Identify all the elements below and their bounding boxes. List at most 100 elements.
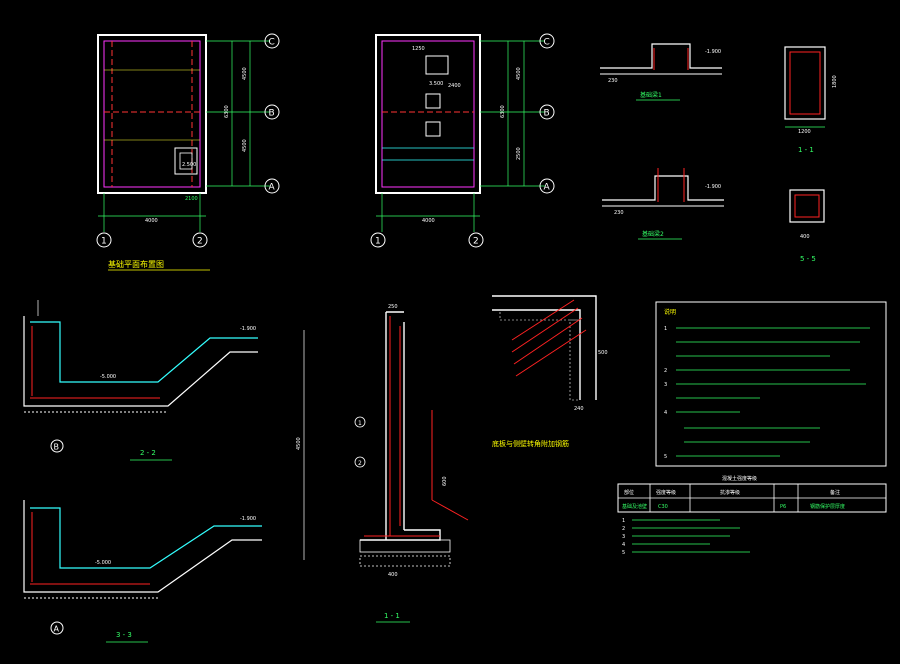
sec55-stirrup [794,194,820,218]
plan2-opening-3 [425,121,441,137]
corner-dim2: 240 [574,406,584,412]
sec55-title: 5 - 5 [800,255,816,263]
plan1-bubble-1-label: 1 [101,237,107,247]
wall-dim-top: 250 [388,304,398,310]
sec22-dim2: -5.000 [100,374,116,380]
detail1-dim: -1.900 [705,49,721,55]
notes-title: 说明 [664,308,676,316]
sec22-grid-label: B [54,443,60,452]
plan1-outer-wall [97,34,207,194]
wall-blinding [359,539,451,553]
wall-gravel [359,555,451,567]
sec22-dim: -1.900 [240,326,256,332]
plan2-layout: 3.500 1250 2400 4500 2500 6300 4000 C B … [370,33,555,248]
sec33-grid-bubble [50,621,64,635]
plan2-dim-bottom: 2500 [516,147,522,160]
plan2-dim-width: 4000 [422,218,435,224]
plan1-note-small: 2100 [185,196,198,202]
plan2-bubble-2 [468,232,484,248]
table-header-1: 强度等级 [656,489,676,496]
sec33-dim2: -5.000 [95,560,111,566]
plan2-dim-a: 1250 [412,46,425,52]
sec33-outer-outline [23,500,262,593]
detail2-dim: -1.900 [705,184,721,190]
notes-frame [655,301,887,467]
plan1-bubble-a [264,178,280,194]
wall-dim-r: 600 [442,476,448,486]
plan2-inner-wall [381,40,475,188]
table-header-0: 部位 [624,489,634,496]
plan1-bubble-2 [192,232,208,248]
material-table: 混凝土强度等级 部位 强度等级 抗渗等级 备注 基础及池壁 C30 P6 钢筋保… [617,475,887,556]
section-column-1: 1200 1800 1 - 1 [784,46,838,154]
plan1-title: 基础平面布置图 [108,259,164,269]
plan1-bubble-c-label: C [269,38,275,48]
sec33-title: 3 - 3 [116,631,132,639]
corner-rebar-detail: 500 240 底板与侧壁转角附加钢筋 [492,295,608,448]
plan2-bubble-b-label: B [544,109,550,119]
sec11-outline [784,46,826,120]
notes-line-4: 4 [664,410,667,416]
plan2-bubble-1 [370,232,386,248]
plan2-bubble-a [539,178,555,194]
sec22-inner-outline [30,321,258,383]
plan2-dim-top: 4500 [516,67,522,80]
sec22-title: 2 - 2 [140,449,156,457]
corner-inner-edge [492,309,581,400]
plan1-note-box: 2.500 [182,162,196,168]
wall-mark-1 [354,416,366,428]
plan2-bubble-c-label: C [544,38,550,48]
sec55-dim-w: 400 [800,234,810,240]
detail2-outline [602,175,724,201]
corner-rebar [511,307,579,353]
sec22-outer-outline [23,316,258,407]
notes-line-2: 2 [664,368,667,374]
table-footnote-1: 1 [622,518,625,524]
wall-footing [360,529,441,541]
detail2-beam: -1.900 230 基础梁2 [602,168,724,240]
plan2-box-label: 3.500 [429,81,443,87]
corner-title: 底板与侧壁转角附加钢筋 [492,439,569,448]
plan1-dim-total: 6300 [224,105,230,118]
plan2-dim-total: 6300 [500,105,506,118]
plan2-opening-1 [425,55,449,75]
table-footnote-3: 3 [622,534,625,540]
table-footnote-2: 2 [622,526,625,532]
detail1-title: 基础梁1 [640,91,662,99]
plan1-sump [174,147,198,175]
wall-mark-2 [354,456,366,468]
plan1-bubble-b [264,104,280,120]
sec11-stirrup [789,51,821,115]
plan1-dim-bottom: 4500 [242,139,248,152]
notes-line-5: 5 [664,454,667,460]
sec33-inner-outline [30,507,262,569]
wall-mark-2-label: 2 [358,460,362,467]
corner-rebar [511,299,575,341]
sec11-dim-h: 1800 [832,75,838,88]
table-cell-1: C30 [658,504,668,510]
sec33-grid-label: A [54,625,60,634]
table-title: 混凝土强度等级 [722,475,757,482]
plan2-bubble-b [539,104,555,120]
table-footnote-4: 4 [622,542,625,548]
table-header-2: 抗渗等级 [720,489,740,496]
table-header-3: 备注 [830,489,840,496]
section-column-5: 400 5 - 5 [789,189,825,263]
wall-dim-w: 400 [388,572,398,578]
table-cell-2: P6 [780,504,786,510]
plan1-bubble-2-label: 2 [197,237,203,247]
plan2-bubble-a-label: A [544,183,551,193]
corner-hatch-top [499,309,581,321]
plan1-bubble-a-label: A [269,183,276,193]
sec11-title: 1 - 1 [798,146,814,154]
detail1-beam: -1.900 230 基础梁1 [600,43,722,101]
plan2-bubble-2-label: 2 [473,237,479,247]
table-cell-0: 基础及池壁 [622,503,647,510]
plan2-opening-2 [425,93,441,109]
wall-mark-1-label: 1 [358,420,362,427]
plan1-inner-wall [103,40,201,188]
notes-line-3: 3 [664,382,667,388]
detail2-dim2: 230 [614,210,624,216]
corner-rebar [515,329,587,377]
